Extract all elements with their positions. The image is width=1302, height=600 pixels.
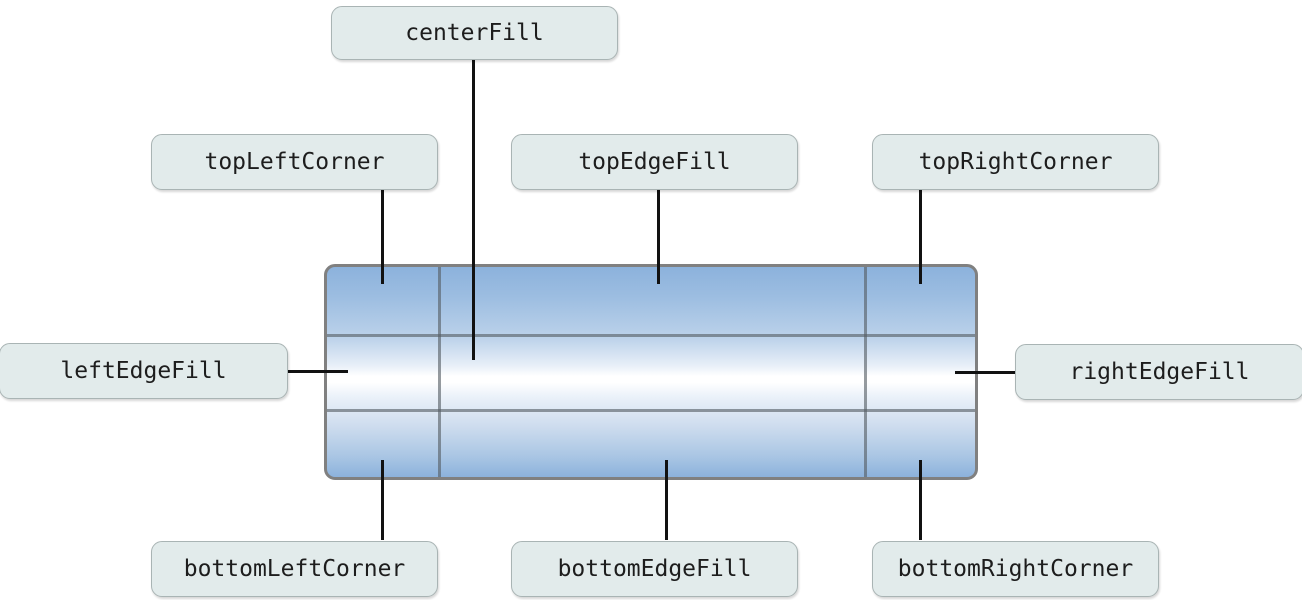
artwork-region-top-edge-fill <box>441 267 864 334</box>
leader-line-bottom-right-corner <box>919 460 922 540</box>
leader-line-right-edge-fill <box>955 371 1017 374</box>
leader-line-top-left-corner <box>381 190 384 284</box>
label-bottom-edge-fill[interactable]: bottomEdgeFill <box>511 541 798 597</box>
label-bottom-left-corner[interactable]: bottomLeftCorner <box>151 541 438 597</box>
label-center-fill-text: centerFill <box>405 20 544 46</box>
artwork-region-left-edge-fill <box>327 337 438 409</box>
artwork-grid-line-horizontal-top <box>327 334 975 337</box>
leader-line-top-edge-fill <box>657 190 660 284</box>
nine-part-artwork <box>324 264 978 480</box>
leader-line-top-right-corner <box>919 190 922 284</box>
leader-line-center-fill <box>472 52 475 360</box>
label-left-edge-fill-text: leftEdgeFill <box>60 358 227 384</box>
label-top-left-corner-text: topLeftCorner <box>204 149 385 175</box>
artwork-grid-line-vertical-right <box>864 267 867 477</box>
label-top-right-corner-text: topRightCorner <box>918 149 1113 175</box>
label-top-left-corner[interactable]: topLeftCorner <box>151 134 438 190</box>
label-center-fill[interactable]: centerFill <box>331 6 618 60</box>
label-top-edge-fill-text: topEdgeFill <box>578 149 731 175</box>
leader-line-bottom-left-corner <box>381 460 384 540</box>
label-bottom-right-corner[interactable]: bottomRightCorner <box>872 541 1159 597</box>
label-right-edge-fill[interactable]: rightEdgeFill <box>1015 344 1302 400</box>
label-bottom-edge-fill-text: bottomEdgeFill <box>557 556 752 582</box>
label-bottom-right-corner-text: bottomRightCorner <box>897 556 1134 582</box>
label-top-right-corner[interactable]: topRightCorner <box>872 134 1159 190</box>
artwork-grid-line-horizontal-bottom <box>327 409 975 412</box>
label-bottom-left-corner-text: bottomLeftCorner <box>183 556 406 582</box>
artwork-grid-line-vertical-left <box>438 267 441 477</box>
label-top-edge-fill[interactable]: topEdgeFill <box>511 134 798 190</box>
leader-line-bottom-edge-fill <box>665 460 668 540</box>
leader-line-left-edge-fill <box>288 370 348 373</box>
artwork-region-center-fill <box>441 337 864 409</box>
artwork-region-bottom-edge-fill <box>441 412 864 477</box>
label-right-edge-fill-text: rightEdgeFill <box>1069 359 1250 385</box>
label-left-edge-fill[interactable]: leftEdgeFill <box>0 343 288 399</box>
